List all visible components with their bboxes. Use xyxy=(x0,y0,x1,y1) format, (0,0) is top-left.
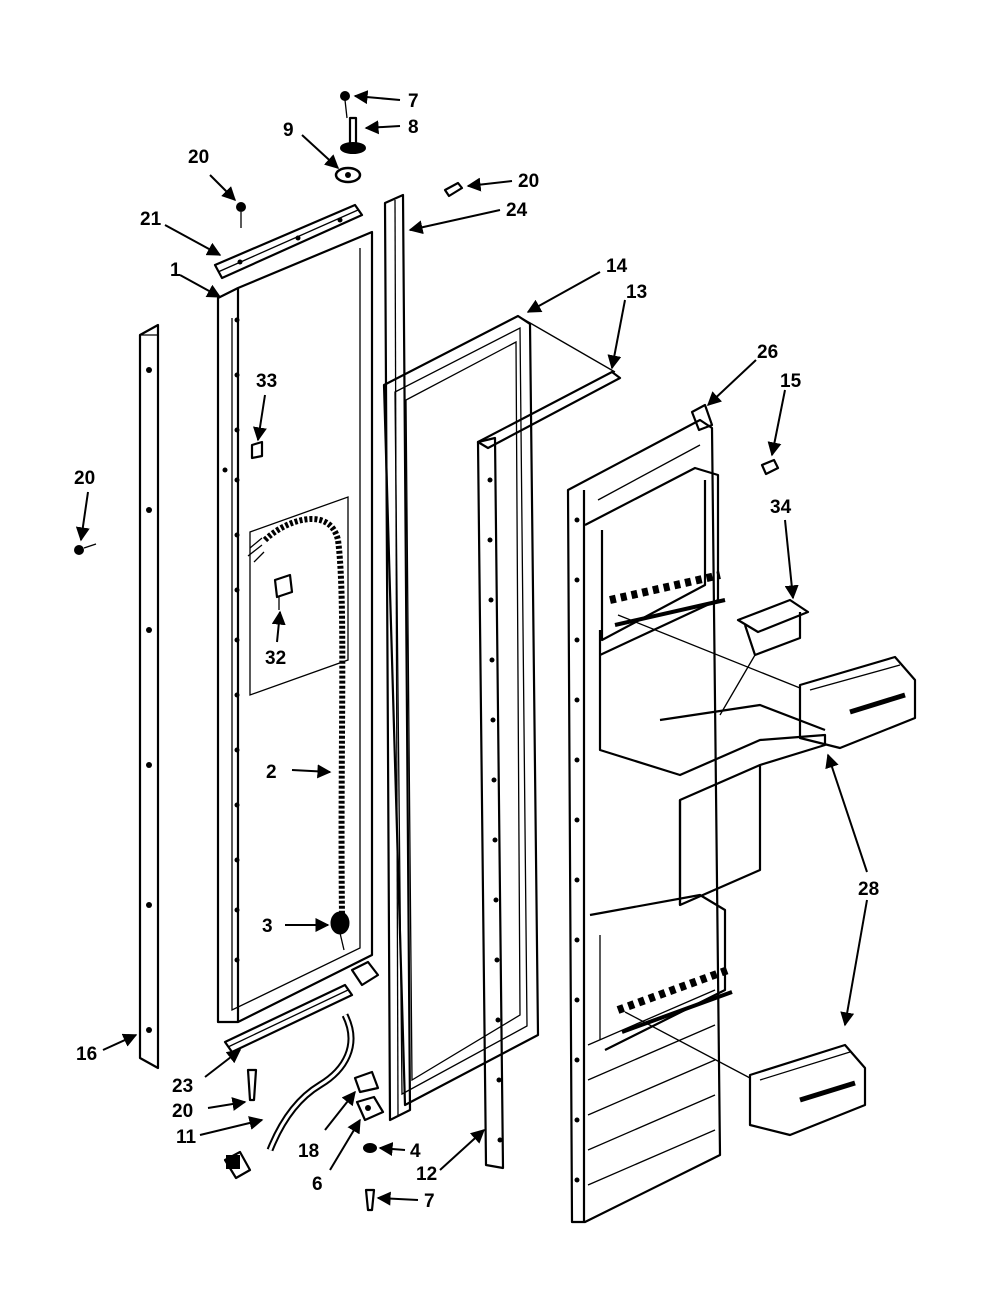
callout-20-top-left: 20 xyxy=(188,147,209,168)
part-2-heater-wire xyxy=(247,516,346,916)
callout-16: 16 xyxy=(76,1044,97,1065)
part-18-bottom-hinge xyxy=(350,960,380,1094)
callout-18: 18 xyxy=(298,1141,319,1162)
part-1-door-panel xyxy=(216,230,374,1024)
part-14-door-liner xyxy=(382,314,616,1107)
part-20-screw-top-left xyxy=(236,202,246,228)
callout-2: 2 xyxy=(266,762,277,783)
part-16-door-trim xyxy=(138,323,160,1070)
callout-13: 13 xyxy=(626,282,647,303)
part-4-washer xyxy=(363,1143,377,1153)
part-8-hinge-pin xyxy=(340,116,366,154)
callout-4: 4 xyxy=(410,1141,421,1162)
part-20-screw-top-right xyxy=(443,181,464,198)
callout-7-bottom: 7 xyxy=(424,1191,435,1212)
callout-8: 8 xyxy=(408,117,419,138)
callout-9: 9 xyxy=(283,120,294,141)
part-13-gasket-top xyxy=(476,370,622,450)
part-3-grommet xyxy=(330,911,350,951)
callout-20-side: 20 xyxy=(74,468,95,489)
part-7-screw-top xyxy=(340,91,350,119)
callout-3: 3 xyxy=(262,916,273,937)
part-33-clip xyxy=(250,440,264,460)
callout-1: 1 xyxy=(170,260,181,281)
part-28-shelf-bin-lower xyxy=(624,1011,867,1137)
callout-20-top-right: 20 xyxy=(518,171,539,192)
part-28-shelf-bin-upper xyxy=(617,614,917,750)
inner-door-liner-shelves xyxy=(566,418,827,1224)
callout-20-bottom: 20 xyxy=(172,1101,193,1122)
callout-32: 32 xyxy=(265,648,286,669)
part-15-screw xyxy=(760,458,780,476)
callout-6: 6 xyxy=(312,1174,323,1195)
part-21-top-channel xyxy=(213,203,364,280)
callout-23: 23 xyxy=(172,1076,193,1097)
part-24-vertical-strip xyxy=(383,193,412,1122)
part-26-trim xyxy=(690,403,714,432)
callout-34: 34 xyxy=(770,497,792,518)
callout-24: 24 xyxy=(506,200,528,221)
part-20-screw-side xyxy=(74,543,97,555)
leader-lines xyxy=(75,90,868,1206)
callout-7-top: 7 xyxy=(408,91,419,112)
part-32-connector xyxy=(273,573,294,610)
callout-11: 11 xyxy=(176,1127,197,1148)
callout-28: 28 xyxy=(858,879,879,900)
part-11-water-tube xyxy=(223,1013,355,1180)
part-12-vertical-gasket xyxy=(476,436,505,1170)
part-23-bottom-channel xyxy=(223,983,354,1054)
callout-21: 21 xyxy=(140,209,162,230)
part-20-screw-bottom xyxy=(246,1068,258,1102)
callout-15: 15 xyxy=(780,371,802,392)
callout-33: 33 xyxy=(256,371,277,392)
callout-26: 26 xyxy=(757,342,778,363)
part-9-bushing xyxy=(334,166,362,184)
part-34-cup xyxy=(719,598,810,716)
part-6-hinge-cap xyxy=(355,1095,385,1122)
callout-12: 12 xyxy=(416,1164,437,1185)
callout-14: 14 xyxy=(606,256,628,277)
callout-labels: 7 8 9 20 20 24 21 1 14 13 26 15 33 20 34… xyxy=(74,91,879,1212)
part-7-screw-bottom xyxy=(364,1188,376,1212)
